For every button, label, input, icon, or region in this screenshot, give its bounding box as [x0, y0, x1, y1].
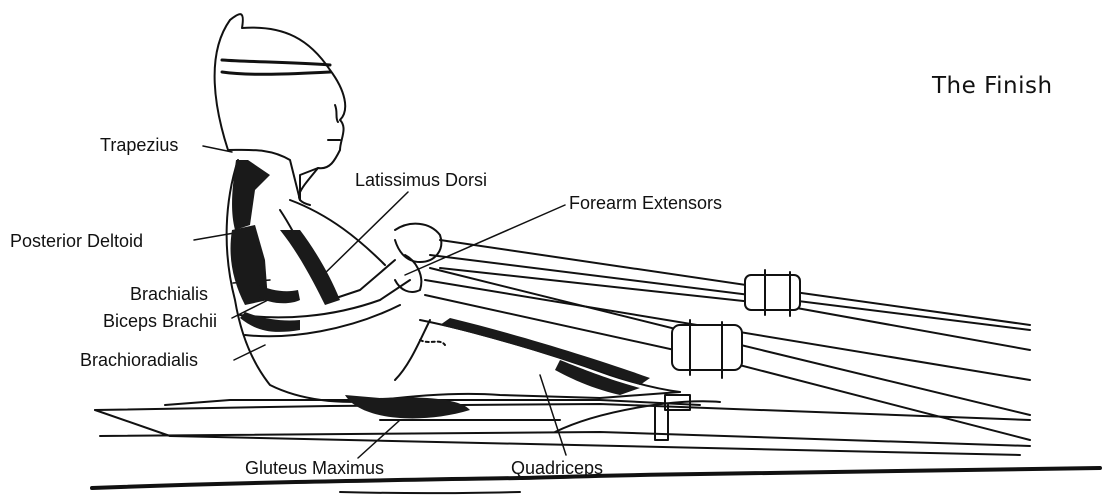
label-posterior-deltoid: Posterior Deltoid — [10, 231, 143, 251]
muscle-trapezius — [232, 160, 270, 230]
label-forearm-extensors: Forearm Extensors — [569, 193, 722, 213]
leader-gluteus — [358, 420, 400, 458]
muscle-gluteus — [345, 395, 470, 418]
muscle-quadriceps — [440, 318, 650, 385]
oar-upper — [440, 240, 1030, 325]
label-trapezius: Trapezius — [100, 135, 178, 155]
hands — [395, 224, 441, 262]
leader-brachioradialis — [234, 345, 265, 360]
label-brachialis: Brachialis — [130, 284, 208, 304]
muscle-brachioradialis — [240, 312, 300, 332]
leader-forearm-ext — [405, 205, 565, 275]
leader-latissimus — [318, 192, 408, 280]
diagram-title: The Finish — [932, 73, 1053, 99]
label-gluteus-maximus: Gluteus Maximus — [245, 458, 384, 478]
leader-quadriceps — [540, 375, 566, 455]
label-quadriceps: Quadriceps — [511, 458, 603, 478]
label-biceps-brachii: Biceps Brachii — [103, 311, 217, 331]
label-brachioradialis: Brachioradialis — [80, 350, 198, 370]
boat-hull — [95, 404, 1030, 420]
label-latissimus-dorsi: Latissimus Dorsi — [355, 170, 487, 190]
